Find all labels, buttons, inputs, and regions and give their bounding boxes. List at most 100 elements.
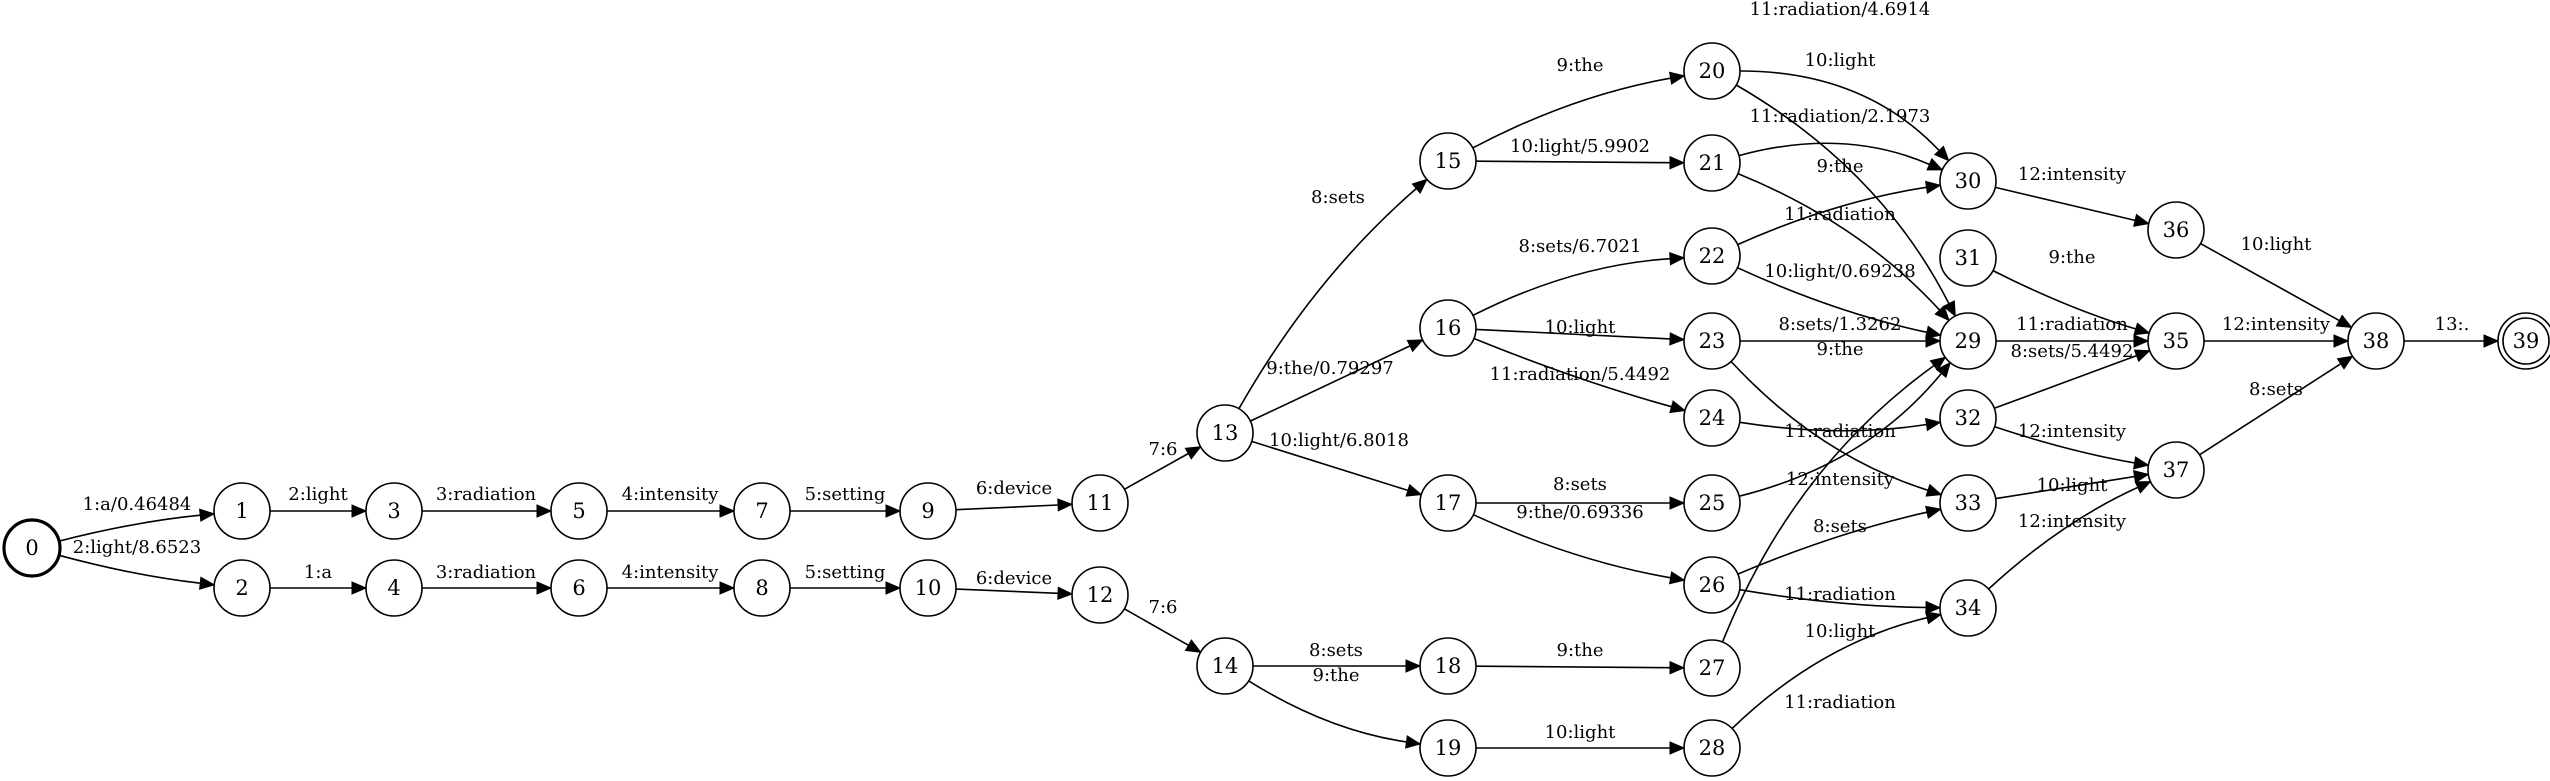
state-node: 20 — [1683, 42, 1741, 100]
transition-label: 11:radiation — [2016, 314, 2128, 335]
transition-edge: 5:setting — [789, 562, 902, 595]
transition-label: 2:light — [288, 484, 348, 505]
state-circle — [1683, 42, 1741, 100]
state-label: 37 — [2163, 458, 2190, 482]
arrowhead — [1925, 611, 1943, 625]
final-state-inner-circle — [2502, 317, 2550, 365]
transition-label: 9:the — [2049, 247, 2096, 268]
transition-label: 9:the — [1817, 156, 1864, 177]
state-node: 35 — [2147, 312, 2205, 370]
transition-label: 8:sets — [2249, 379, 2303, 400]
transition-edge: 11:radiation/2.1973 — [1738, 106, 1944, 171]
edges-layer: 1:a/0.464842:light/8.65232:light1:a3:rad… — [58, 0, 2500, 755]
transition-label: 5:setting — [805, 484, 886, 505]
arrowhead — [1405, 483, 1423, 497]
state-node: 34 — [1939, 579, 1997, 637]
state-node: 5 — [550, 482, 608, 540]
transition-edge: 8:sets — [1252, 640, 1422, 673]
state-circle — [733, 482, 791, 540]
transition-line — [1475, 160, 1671, 164]
transition-edge: 3:radiation — [422, 484, 553, 518]
arrowhead — [2133, 213, 2150, 227]
transition-label: 7:6 — [1149, 597, 1178, 618]
arrowhead — [199, 576, 216, 590]
transition-line — [1735, 84, 1950, 304]
state-circle — [899, 482, 957, 540]
transition-label: 13:. — [2435, 314, 2470, 335]
transition-label: 1:a/0.46484 — [83, 494, 192, 515]
transition-edge: 10:light — [1475, 317, 1686, 346]
state-node: 4 — [365, 559, 423, 617]
transition-edge: 4:intensity — [607, 484, 736, 518]
state-circle — [365, 559, 423, 617]
transition-edge: 2:light — [270, 484, 368, 518]
arrowhead — [351, 504, 368, 518]
transition-edge: 11:radiation — [1995, 314, 2150, 348]
transition-label: 10:light — [1545, 317, 1617, 338]
transition-edge: 9:the — [1248, 665, 1422, 749]
transition-label: 10:light/5.9902 — [1510, 136, 1650, 157]
transition-line — [1721, 364, 1935, 643]
state-circle — [1419, 719, 1477, 777]
arrowhead — [1924, 180, 1942, 195]
state-label: 11 — [1087, 491, 1114, 515]
transition-label: 10:light/0.69238 — [1764, 261, 1915, 282]
transition-label: 12:intensity — [2018, 164, 2127, 185]
transition-line — [1992, 269, 2137, 330]
transition-line — [1994, 426, 2135, 464]
state-circle — [1683, 474, 1741, 532]
transition-edge: 8:sets/6.7021 — [1472, 236, 1686, 317]
transition-edge: 11:radiation/4.6914 — [1739, 0, 1950, 162]
state-label: 23 — [1699, 329, 1726, 353]
transition-label: 7:6 — [1149, 439, 1178, 460]
transition-edge: 9:the/0.79297 — [1249, 339, 1424, 422]
transition-edge: 10:light — [1995, 470, 2150, 500]
transition-label: 4:intensity — [622, 562, 720, 583]
transition-edge: 6:device — [955, 478, 1074, 512]
arrowhead — [1934, 305, 1950, 322]
transition-edge: 9:the/0.69336 — [1473, 502, 1686, 585]
state-node: 28 — [1683, 719, 1741, 777]
transition-edge: 8:sets — [1476, 474, 1686, 510]
transition-edge: 9:the — [1472, 55, 1686, 149]
transition-label: 11:radiation — [1784, 204, 1896, 225]
arrowhead — [2336, 355, 2354, 370]
transition-edge: 5:setting — [790, 484, 902, 518]
transition-line — [1739, 588, 1927, 609]
state-node: 26 — [1683, 556, 1741, 614]
nodes-layer: 0123456789101112131415161718192021222324… — [2, 42, 2550, 777]
state-label: 3 — [387, 499, 400, 523]
arrowhead — [885, 504, 902, 518]
state-node: 29 — [1939, 312, 1997, 370]
transition-line — [1475, 665, 1671, 669]
transition-line — [1994, 354, 2137, 410]
transition-label: 12:intensity — [2018, 511, 2127, 532]
transition-edge: 7:6 — [1123, 597, 1202, 653]
transition-line — [1737, 511, 1928, 575]
state-circle — [550, 559, 608, 617]
state-label: 1 — [235, 499, 248, 523]
state-label: 38 — [2363, 329, 2390, 353]
arrowhead — [536, 581, 553, 595]
state-node: 25 — [1683, 474, 1741, 532]
transition-label: 10:light — [2037, 475, 2109, 496]
state-node: 30 — [1939, 152, 1997, 210]
arrowhead — [1669, 332, 1686, 346]
state-label: 14 — [1212, 654, 1239, 678]
initial-state-circle — [2, 518, 62, 578]
arrowhead — [1925, 334, 1942, 348]
state-circle — [1939, 312, 1997, 370]
arrowhead — [1933, 145, 1950, 162]
state-circle — [1939, 229, 1997, 287]
transition-edge: 10:light/0.69238 — [1737, 261, 1942, 339]
transition-label: 11:radiation — [1784, 584, 1896, 605]
transition-line — [1739, 372, 1942, 497]
state-node: 33 — [1939, 474, 1997, 532]
state-node: 1 — [213, 482, 271, 540]
state-circle — [1419, 474, 1477, 532]
transition-line — [1238, 187, 1417, 410]
transition-label: 3:radiation — [436, 484, 537, 505]
arrowhead — [1668, 571, 1686, 585]
transition-label: 9:the — [1557, 55, 1604, 76]
transition-edge: 7:6 — [1124, 439, 1202, 490]
